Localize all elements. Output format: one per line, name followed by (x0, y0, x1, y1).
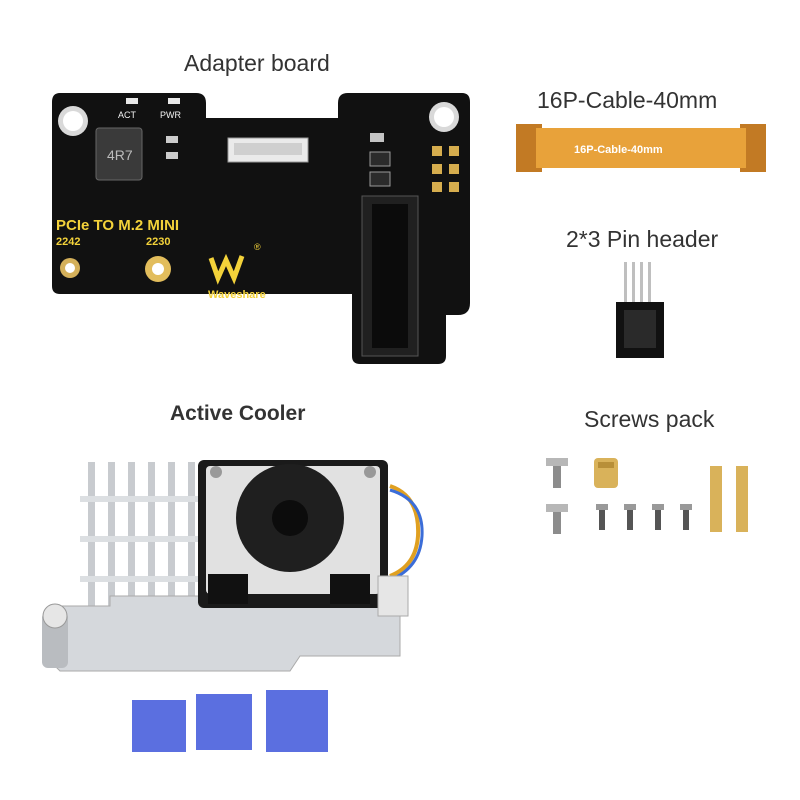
silk-size-2230: 2230 (146, 236, 170, 248)
silk-pwr: PWR (160, 110, 181, 120)
label-pin-header: 2*3 Pin header (566, 226, 719, 252)
screws-pack (546, 458, 748, 534)
fpc-cable: 16P-Cable-40mm (516, 124, 766, 172)
label-adapter-board: Adapter board (184, 50, 330, 76)
label-screws-pack: Screws pack (584, 406, 715, 432)
label-cable: 16P-Cable-40mm (537, 87, 718, 113)
adapter-board: ACT PWR 4R7 PCIe TO M.2 MINI 2242 2230 ®… (52, 93, 470, 364)
active-cooler (42, 460, 424, 672)
silk-title: PCIe TO M.2 MINI (56, 217, 179, 234)
silk-brand: Waveshare (208, 289, 266, 301)
silk-inductor: 4R7 (107, 147, 133, 163)
thermal-pads (132, 690, 328, 752)
label-active-cooler: Active Cooler (170, 402, 306, 425)
silk-registered: ® (254, 242, 261, 252)
silk-size-2242: 2242 (56, 236, 80, 248)
waveshare-logo-icon (208, 253, 245, 285)
cable-print: 16P-Cable-40mm (574, 144, 663, 156)
pin-header (616, 262, 664, 358)
silk-act: ACT (118, 110, 137, 120)
